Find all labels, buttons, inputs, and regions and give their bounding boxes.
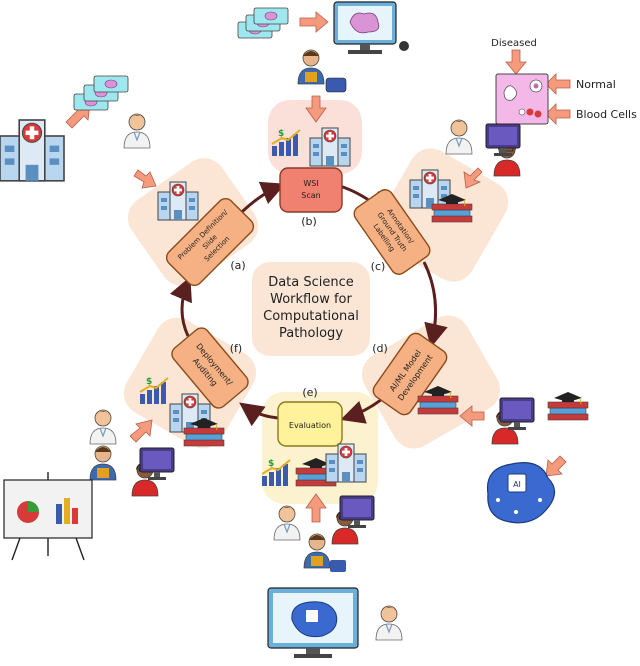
glass-slides-stack-top: [237, 7, 289, 39]
arrow-tech-to-wsi: [305, 95, 327, 123]
label-normal: Normal: [576, 78, 616, 91]
arrow-normal: [545, 73, 571, 95]
arrow-team-to-f: [129, 419, 153, 443]
stage-f: Deployment/ Auditing: [169, 325, 252, 412]
ai-chip-icon: [507, 473, 527, 493]
stage-e-box[interactable]: [277, 401, 343, 447]
stage-c-tag: (c): [371, 260, 386, 273]
center-line3: Computational: [263, 309, 359, 324]
reviewing-doctor: [375, 605, 403, 641]
center-line2: Workflow for: [270, 292, 352, 307]
annotated-slide: [495, 73, 549, 125]
developer-team: [491, 391, 589, 445]
hospital-building: [0, 119, 65, 182]
stage-e-line1: Evaluation: [289, 421, 331, 430]
stage-e-tag: (e): [302, 386, 317, 399]
arrow-slides-to-monitor: [299, 11, 329, 33]
stage-d-box[interactable]: [370, 330, 450, 417]
stage-e: Evaluation: [277, 401, 343, 447]
presentation-board: [3, 472, 93, 561]
arrow-diseased: [505, 49, 527, 75]
center-title: Data Science Workflow for Computational …: [263, 275, 359, 341]
scanner-icon: [325, 77, 347, 93]
arrow-doctor-to-a: [133, 169, 157, 189]
center-line1: Data Science: [268, 275, 354, 290]
ai-chip-label: AI: [513, 480, 521, 489]
stage-b-line1: WSI: [303, 179, 318, 188]
wsi-monitor: [333, 1, 409, 54]
stage-b-box[interactable]: [279, 167, 343, 213]
stage-c: Annotation/ Ground Truth Labelling: [351, 187, 433, 278]
ai-brain: AI: [486, 462, 556, 524]
stage-c-box[interactable]: [351, 187, 433, 278]
stage-b-line2: Scan: [301, 191, 320, 200]
stage-a-box[interactable]: [163, 195, 256, 288]
stage-f-box[interactable]: [169, 325, 252, 412]
arrow-blood-cells: [545, 103, 571, 125]
pink-arrows: [65, 11, 571, 523]
arrow-f-to-a: [169, 276, 192, 337]
arrow-dev-to-d: [459, 405, 485, 427]
bg-center: [252, 262, 370, 356]
mouse-icon: [399, 41, 409, 51]
arrow-c-to-d: [422, 261, 448, 348]
ai-monitor: [267, 587, 359, 658]
arrow-team-to-e: [305, 493, 327, 523]
clinician: [123, 113, 151, 149]
label-blood-cells: Blood Cells: [576, 108, 637, 121]
center-line4: Pathology: [279, 326, 343, 341]
stage-d-tag: (d): [372, 342, 388, 355]
arrow-e-to-f: [239, 402, 279, 427]
team-scanner-icon: [330, 560, 346, 572]
evaluation-team: [273, 495, 375, 572]
glass-slides-stack-left: [73, 75, 129, 111]
scanning-technician: [297, 49, 347, 93]
stage-a-tag: (a): [230, 259, 245, 272]
bar-chart-icon: [56, 504, 62, 524]
stage-b: WSI Scan: [279, 167, 343, 213]
arrow-ai-to-brain: [545, 455, 567, 477]
tissue-cell-icon: [349, 12, 380, 34]
label-diseased: Diseased: [491, 38, 537, 49]
stage-d: AI/ML Model Development: [370, 330, 450, 417]
stage-f-tag: (f): [230, 342, 242, 355]
stage-b-tag: (b): [301, 215, 317, 228]
arrow-annotator-to-c: [463, 167, 483, 189]
